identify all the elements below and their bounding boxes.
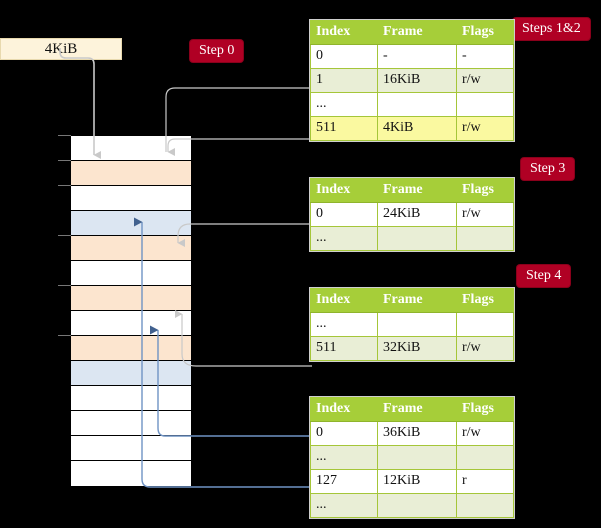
memory-frame-row — [71, 411, 191, 436]
memory-row-tick — [58, 235, 71, 236]
table-cell-index: ... — [310, 445, 378, 470]
table-cell-flags: r/w — [456, 421, 514, 446]
table-row: ... — [310, 445, 514, 470]
column-header-frame: Frame — [377, 288, 457, 313]
table-row: 0-- — [310, 44, 514, 69]
memory-frame-row — [71, 461, 191, 486]
wire-l2-row511-to-memory — [175, 310, 312, 367]
memory-frame-row — [71, 261, 191, 286]
table-row: ... — [310, 92, 514, 117]
physical-memory-column — [70, 135, 191, 486]
table-cell-frame: 36KiB — [377, 421, 457, 446]
table-cell-index: 0 — [310, 44, 378, 69]
source-frame-box: 4KiB — [0, 38, 122, 60]
memory-frame-row — [71, 336, 191, 361]
memory-row-tick — [58, 135, 71, 136]
table-cell-index: 0 — [310, 421, 378, 446]
table-cell-index: 0 — [310, 202, 378, 227]
table-cell-frame: 12KiB — [377, 469, 457, 494]
table-cell-frame — [377, 92, 457, 117]
table-cell-flags — [456, 312, 514, 337]
column-header-frame: Frame — [377, 178, 457, 203]
table-cell-flags: r — [456, 469, 514, 494]
column-header-flags: Flags — [456, 397, 514, 422]
table-cell-frame: 4KiB — [377, 116, 457, 141]
table-cell-index: ... — [310, 312, 378, 337]
memory-frame-row — [71, 286, 191, 311]
column-header-index: Index — [310, 178, 378, 203]
wire-l1-row0-to-memory — [177, 223, 312, 247]
memory-row-tick — [58, 285, 71, 286]
memory-frame-row — [71, 236, 191, 261]
memory-frame-row — [71, 311, 191, 336]
column-header-flags: Flags — [456, 20, 514, 45]
table-cell-index: 511 — [310, 116, 378, 141]
table-cell-flags — [456, 493, 514, 518]
table-cell-index: ... — [310, 226, 378, 251]
table-cell-flags: r/w — [456, 336, 514, 361]
source-frame-label: 4KiB — [44, 41, 78, 57]
table-cell-flags — [456, 226, 514, 251]
table-cell-frame — [377, 493, 457, 518]
column-header-index: Index — [310, 20, 378, 45]
memory-frame-row — [71, 186, 191, 211]
step-badge-step-0: Step 0 — [190, 40, 244, 62]
column-header-frame: Frame — [377, 20, 457, 45]
column-header-flags: Flags — [456, 178, 514, 203]
memory-row-tick — [58, 185, 71, 186]
table-cell-flags — [456, 445, 514, 470]
table-cell-frame — [377, 445, 457, 470]
memory-frame-row — [71, 436, 191, 461]
table-cell-frame: 16KiB — [377, 68, 457, 93]
column-header-index: Index — [310, 288, 378, 313]
table-cell-flags: r/w — [456, 68, 514, 93]
memory-frame-row — [71, 386, 191, 411]
table-cell-frame: 24KiB — [377, 202, 457, 227]
memory-frame-row — [71, 161, 191, 186]
memory-row-tick — [58, 160, 71, 161]
table-cell-index: ... — [310, 493, 378, 518]
step-badge-step-4: Step 4 — [517, 265, 571, 287]
memory-row-tick — [58, 335, 71, 336]
table-cell-frame — [377, 226, 457, 251]
table-cell-flags: r/w — [456, 116, 514, 141]
table-cell-flags: - — [456, 44, 514, 69]
table-cell-index: 127 — [310, 469, 378, 494]
table-cell-flags — [456, 92, 514, 117]
table-cell-index: 511 — [310, 336, 378, 361]
table-row: ... — [310, 226, 514, 251]
memory-frame-row — [71, 136, 191, 161]
table-cell-frame: 32KiB — [377, 336, 457, 361]
table-cell-flags: r/w — [456, 202, 514, 227]
memory-frame-row — [71, 361, 191, 386]
step-badge-step-3: Step 3 — [521, 158, 575, 180]
table-cell-frame: - — [377, 44, 457, 69]
step-badge-steps-1-2: Steps 1&2 — [513, 18, 590, 40]
memory-frame-row — [71, 211, 191, 236]
table-cell-index: ... — [310, 92, 378, 117]
column-header-index: Index — [310, 397, 378, 422]
table-row: ... — [310, 493, 514, 518]
column-header-flags: Flags — [456, 288, 514, 313]
table-cell-frame — [377, 312, 457, 337]
column-header-frame: Frame — [377, 397, 457, 422]
table-row: ... — [310, 312, 514, 337]
table-cell-index: 1 — [310, 68, 378, 93]
